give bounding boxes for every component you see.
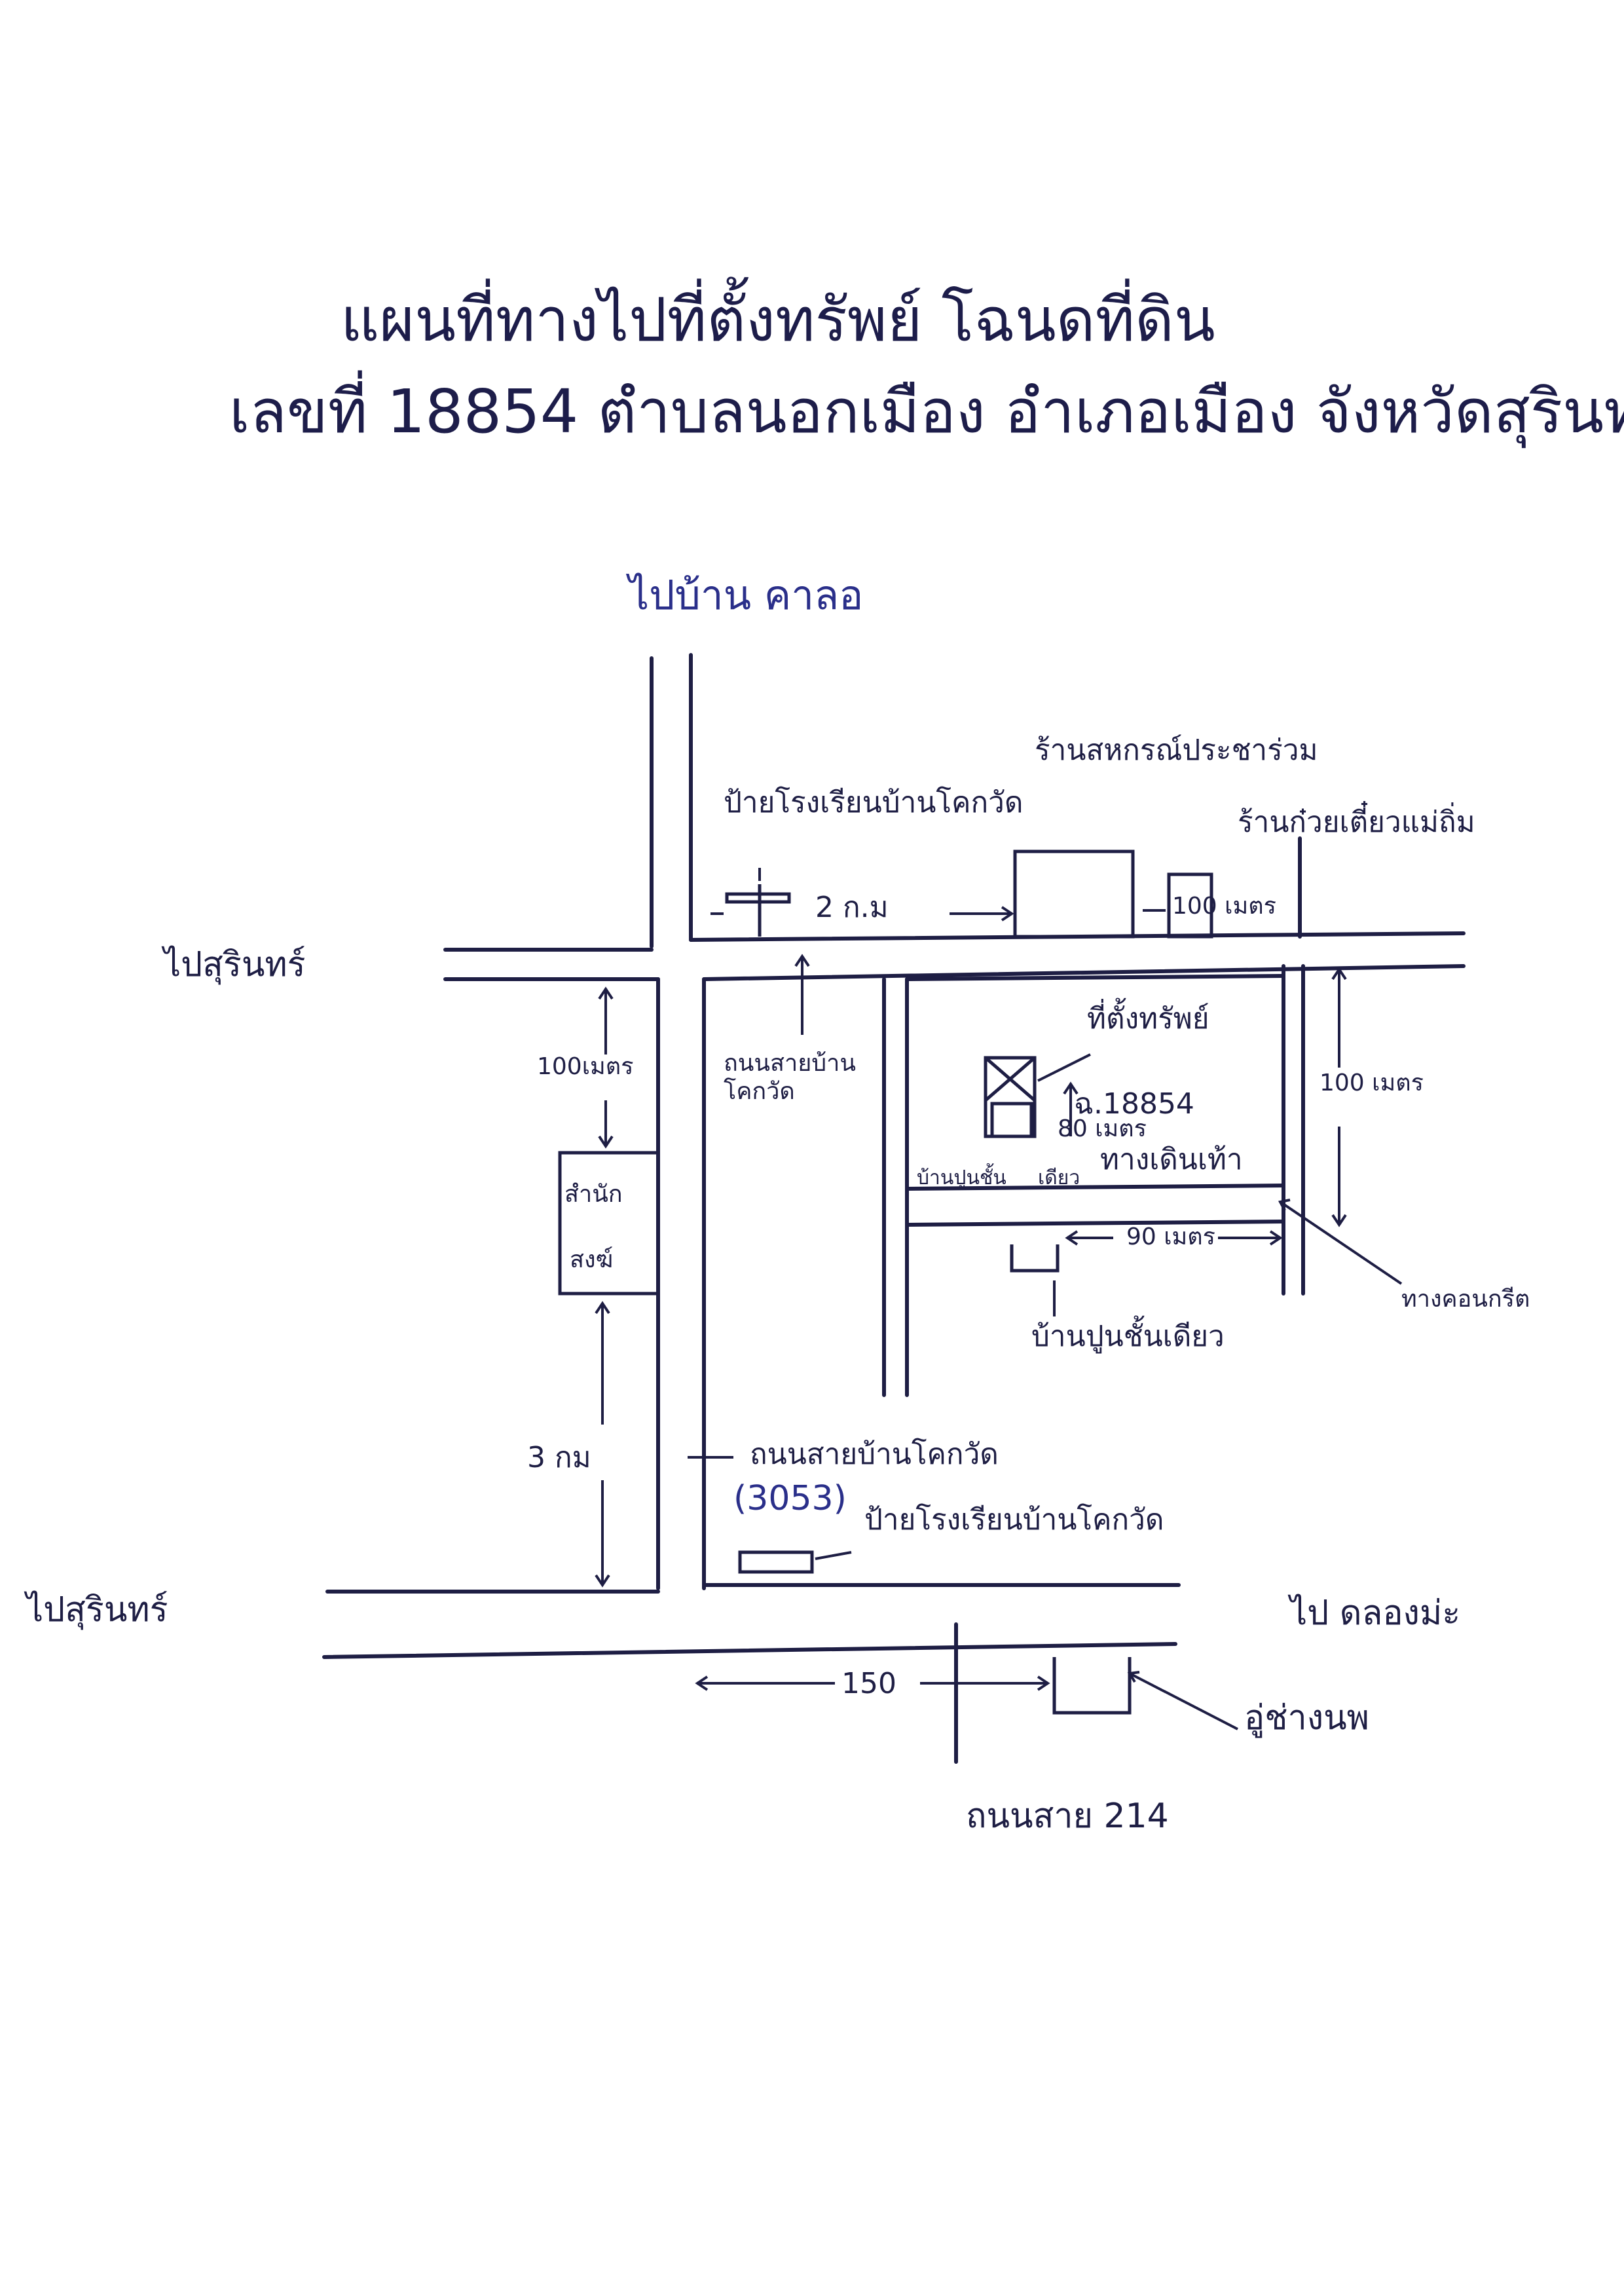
direction-west-upper: ไปสุรินทร์ [161, 945, 306, 985]
subdistrict-office-box [558, 1151, 660, 1296]
noodle-shop-box [1167, 872, 1213, 939]
label-road-3053-name: ถนนสายบ้านโคกวัด [750, 1438, 999, 1471]
label-car-shop: อู่ช่างนพ [1244, 1698, 1369, 1738]
direction-west-lower: ไปสุรินทร์ [24, 1590, 168, 1630]
label-dist-150: 150 [841, 1667, 896, 1700]
map-title-line-1: แผนที่ทางไปที่ตั้งทรัพย์ โฉนดที่ดิน [341, 276, 1215, 355]
label-school-sign-top: ป้ายโรงเรียนบ้านโคกวัด [724, 786, 1023, 819]
label-house-cement-2: เดียว [1038, 1166, 1080, 1189]
school-sign-bottom [738, 1550, 814, 1574]
house-cement-box [990, 1102, 1033, 1138]
car-shop-box [1052, 1657, 1132, 1715]
label-school-sign-bottom: ป้ายโรงเรียนบ้านโคกวัด [864, 1503, 1164, 1537]
label-dist-100m-left: 100เมตร [537, 1053, 633, 1080]
label-subdistrict-office-1: สำนัก [564, 1181, 623, 1208]
label-house-cement: บ้านปูนชั้น [917, 1163, 1006, 1189]
label-dist-80m: 80 เมตร [1058, 1115, 1147, 1142]
label-road-khokwat: ถนนสายบ้านโคกวัด [724, 1050, 856, 1105]
structures [558, 849, 1213, 1715]
label-walkway: ทางเดินเท้า [1100, 1143, 1243, 1176]
direction-east: ไป ดลองม่ะ [1287, 1594, 1460, 1633]
label-dist-100m-right: 100 เมตร [1320, 1070, 1424, 1096]
map-title-line-2: เลขที่ 18854 ตำบลนอกเมือง อำเภอเมือง จัง… [229, 370, 1624, 449]
label-dist-2km: 2 ก.ม [815, 891, 889, 924]
label-concrete: ทางคอนกรีต [1401, 1286, 1530, 1313]
label-noodle-shop: ร้านก๋วยเตี๋ยวแม่ถิ่ม [1238, 800, 1475, 839]
label-dist-3km: 3 กม [527, 1441, 591, 1474]
label-road-214: ถนนสาย 214 [966, 1797, 1169, 1836]
label-house-single: บ้านปูนชั้นเดียว [1031, 1315, 1225, 1354]
electric-office-box [1013, 849, 1135, 939]
label-property-1: ที่ตั้งทรัพย์ [1087, 998, 1209, 1036]
direction-north: ไปบ้าน คาลอ [625, 571, 863, 619]
label-dist-90m: 90 เมตร [1126, 1223, 1215, 1250]
label-subdistrict-office-2: สงฆ์ [570, 1246, 613, 1273]
label-dist-100m-shop: 100 เมตร [1172, 893, 1276, 920]
label-electric-office: ร้านสหกรณ์ประชาร่วม [1035, 734, 1318, 767]
label-property-2: ฉ.18854 [1074, 1087, 1194, 1121]
label-road-3053-code: (3053) [733, 1479, 847, 1518]
arrows [595, 868, 1403, 1730]
house-single-box [1010, 1244, 1060, 1273]
